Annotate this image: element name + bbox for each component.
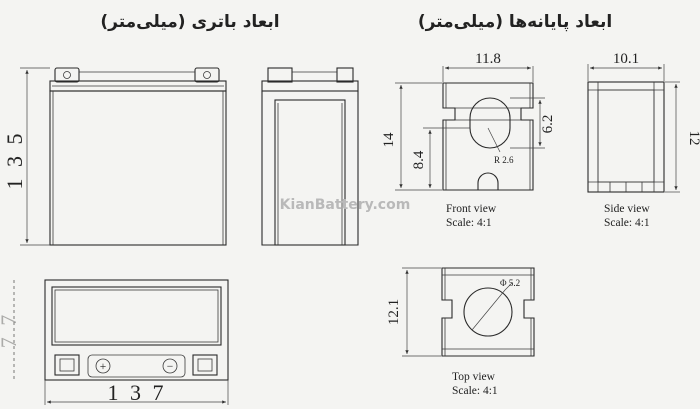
side-view-caption: Side view (604, 203, 650, 215)
front-hole-height-label: 6.2 (540, 115, 556, 134)
negative-terminal-block (54, 354, 80, 376)
terminal-top-view: Φ 5.2 12.1 Top view Scale: 4:1 (386, 267, 535, 397)
battery-height-label: 1 3 5 (2, 131, 27, 190)
front-width-label: 11.8 (475, 51, 501, 67)
top-view-scale: Scale: 4:1 (452, 385, 498, 397)
negative-symbol-label: − (167, 361, 174, 373)
positive-symbol-label: + (100, 361, 107, 373)
positive-symbol-icon (95, 358, 111, 374)
top-view-caption: Top view (452, 371, 496, 383)
top-diameter-label: Φ 5.2 (500, 278, 520, 288)
negative-symbol-icon (162, 358, 178, 374)
battery-side-view (261, 67, 359, 246)
front-view-caption: Front view (446, 203, 497, 215)
terminal-hole (469, 97, 511, 149)
front-radius-label: R 2.6 (494, 155, 514, 165)
terminal-front-view: R 2.6 11.8 14 8.4 6.2 Front view Scale: … (381, 51, 556, 229)
front-height-label: 14 (381, 132, 397, 148)
side-height-label: 12 (686, 131, 700, 146)
watermark-text: KianBattery.com (280, 197, 411, 213)
battery-dimensions-title: ابعاد باتری (میلی‌متر) (100, 12, 279, 32)
top-height-label: 12.1 (386, 299, 402, 325)
side-width-label: 10.1 (613, 51, 639, 67)
battery-front-view: 1 3 5 (2, 67, 227, 246)
front-lower-height-label: 8.4 (411, 150, 427, 169)
battery-depth-label: 7 7 (0, 312, 21, 349)
battery-width-label: 1 3 7 (108, 380, 167, 405)
top-hole-circle (463, 287, 513, 337)
battery-top-view: + − 1 3 7 7 7 (0, 279, 229, 405)
terminal-side-view: 10.1 12 Side view Scale: 4:1 (587, 51, 700, 229)
positive-terminal-block (192, 354, 218, 376)
front-view-scale: Scale: 4:1 (446, 217, 492, 229)
terminal-dimensions-title: ابعاد پایانه‌ها (میلی‌متر) (418, 12, 612, 32)
side-view-scale: Scale: 4:1 (604, 217, 650, 229)
